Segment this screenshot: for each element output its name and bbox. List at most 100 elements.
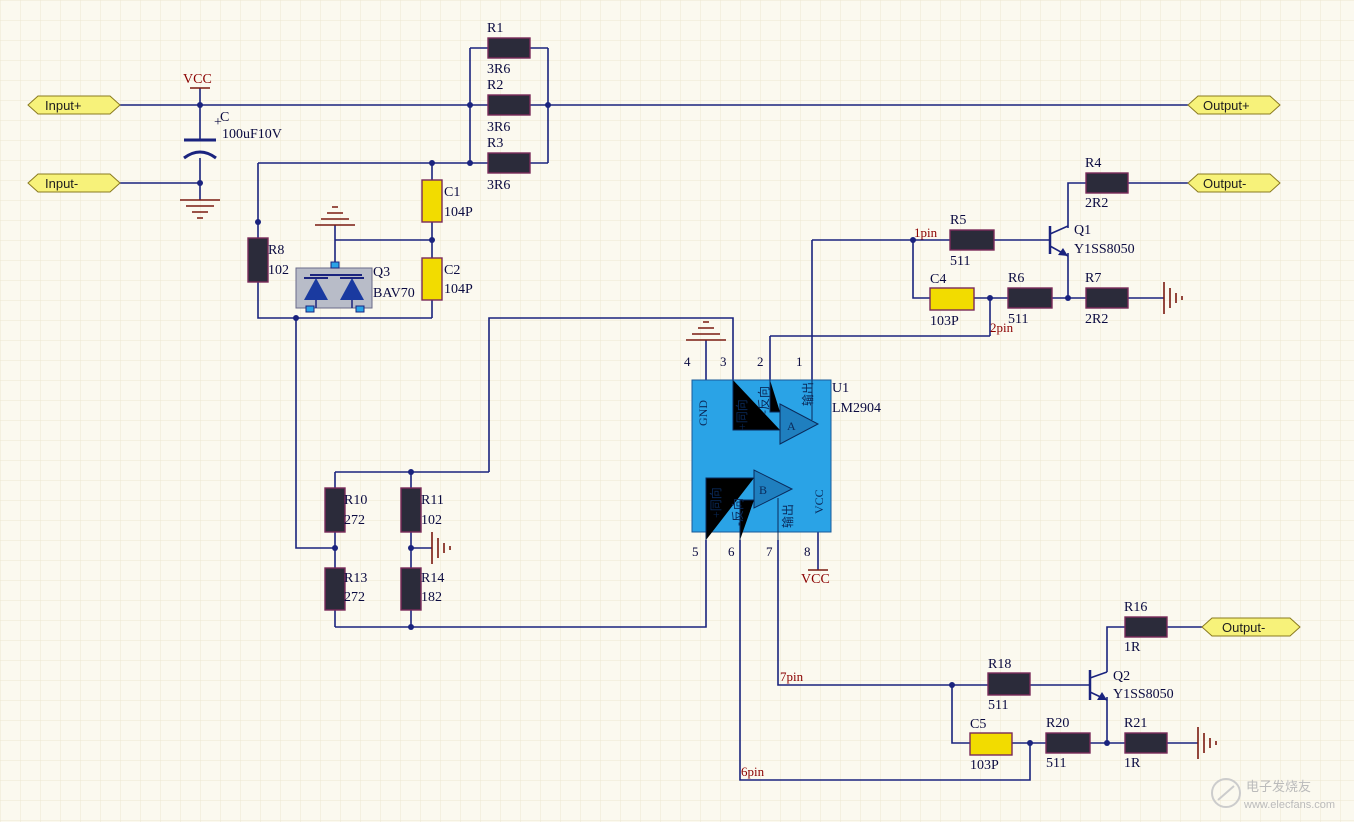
capacitor-c4: C4 103P	[929, 272, 975, 329]
watermark-url: www.elecfans.com	[1243, 799, 1335, 811]
res-ref: R8	[268, 243, 284, 258]
port-label: Output-	[1222, 620, 1265, 635]
transistor-value: Y1SS8050	[1074, 242, 1135, 257]
cap-value: 104P	[444, 282, 473, 297]
resistor-r10: R10 272	[324, 487, 367, 533]
vcc-pin-label: VCC	[812, 489, 826, 514]
res-value: 3R6	[487, 178, 510, 193]
res-value: 2R2	[1085, 312, 1108, 327]
ic-u1: U1 LM2904 4 3 2 1 5 6 7 8 GND VCC A +同向 …	[684, 354, 881, 559]
transistor-ref: Q1	[1074, 223, 1091, 238]
cap-value: 103P	[930, 314, 959, 329]
resistor-r16: R16 1R	[1124, 600, 1168, 655]
in-plus-b: +同向	[708, 487, 723, 518]
res-ref: R10	[344, 493, 367, 508]
port-label: Output-	[1203, 176, 1246, 191]
port-input-plus: Input+	[27, 95, 121, 115]
res-value: 102	[268, 263, 289, 278]
resistor-r3: R3 3R6	[487, 136, 531, 193]
cap-ref: C4	[930, 272, 946, 287]
transistor-q1: Q1 Y1SS8050	[1048, 223, 1135, 257]
diode-ref: Q3	[373, 265, 390, 280]
cap-ref: C2	[444, 263, 460, 278]
resistor-r2: R2 3R6	[487, 78, 531, 135]
in-minus-a: -反向	[756, 386, 771, 414]
res-value: 511	[950, 254, 970, 269]
resistor-r4: R4 2R2	[1085, 156, 1129, 211]
out-a: 输出	[800, 382, 815, 406]
ground-r7	[1163, 282, 1183, 314]
net-label-2pin: 2pin	[990, 320, 1014, 335]
resistor-r13: R13 272	[324, 567, 367, 611]
diode-value: BAV70	[373, 286, 415, 301]
net-label-6pin: 6pin	[741, 764, 765, 779]
resistor-r11: R11 102	[400, 487, 444, 533]
net-label-7pin: 7pin	[780, 669, 804, 684]
resistor-r8: R8 102	[247, 237, 289, 283]
res-value: 272	[344, 513, 365, 528]
ground-pin4	[686, 321, 726, 341]
transistor-value: Y1SS8050	[1113, 687, 1174, 702]
in-minus-b: -反向	[730, 498, 745, 526]
pin-number: 4	[684, 354, 691, 369]
cap-value: 100uF10V	[222, 127, 282, 142]
out-b: 输出	[780, 504, 795, 528]
resistor-r14: R14 182	[400, 567, 444, 611]
res-value: 2R2	[1085, 196, 1108, 211]
ic-value: LM2904	[832, 401, 881, 416]
res-ref: R21	[1124, 716, 1147, 731]
res-ref: R16	[1124, 600, 1147, 615]
resistor-r18: R18 511	[987, 657, 1031, 713]
pin-number: 6	[728, 544, 735, 559]
in-plus-a: +同向	[734, 399, 749, 430]
res-ref: R13	[344, 571, 367, 586]
cap-ref: C	[220, 110, 229, 125]
junctions	[197, 102, 1110, 746]
resistor-r20: R20 511	[1045, 716, 1091, 771]
pin-number: 7	[766, 544, 773, 559]
ic-ref: U1	[832, 381, 849, 396]
res-value: 102	[421, 513, 442, 528]
resistor-r1: R1 3R6	[487, 21, 531, 77]
res-value: 1R	[1124, 756, 1141, 771]
pin-number: 5	[692, 544, 699, 559]
watermark: 电子发烧友 www.elecfans.com	[1211, 778, 1335, 811]
resistor-r6: R6 511	[1007, 271, 1053, 327]
diode-q3: Q3 BAV70	[295, 261, 415, 313]
res-ref: R18	[988, 657, 1011, 672]
amp-a-label: A	[787, 419, 796, 433]
res-value: 272	[344, 590, 365, 605]
vcc-label: VCC	[801, 572, 830, 587]
transistor-q2: Q2 Y1SS8050	[1088, 669, 1174, 702]
res-value: 511	[988, 698, 1008, 713]
res-ref: R2	[487, 78, 503, 93]
wires	[120, 47, 1202, 781]
pin-number: 3	[720, 354, 727, 369]
capacitor-c5: C5 103P	[969, 717, 1013, 773]
plus-sign: +	[214, 115, 222, 130]
watermark-logo: 电子发烧友	[1246, 779, 1311, 794]
res-ref: R4	[1085, 156, 1101, 171]
pin-number: 1	[796, 354, 803, 369]
res-ref: R6	[1008, 271, 1024, 286]
cap-ref: C5	[970, 717, 986, 732]
gnd-pin-label: GND	[696, 400, 710, 426]
pin-number: 2	[757, 354, 764, 369]
port-label: Output+	[1203, 98, 1250, 113]
port-label: Input+	[45, 98, 82, 113]
ground-r21	[1197, 727, 1217, 759]
vcc-symbol-u1: VCC	[801, 569, 830, 587]
res-value: 182	[421, 590, 442, 605]
cap-value: 103P	[970, 758, 999, 773]
res-ref: R3	[487, 136, 503, 151]
ground-q3	[315, 206, 355, 226]
resistor-r5: R5 511	[949, 213, 995, 269]
res-ref: R7	[1085, 271, 1101, 286]
amp-b-label: B	[759, 483, 767, 497]
resistor-r21: R21 1R	[1124, 716, 1168, 771]
res-value: 1R	[1124, 640, 1141, 655]
res-ref: R20	[1046, 716, 1069, 731]
ground-input	[180, 199, 220, 219]
